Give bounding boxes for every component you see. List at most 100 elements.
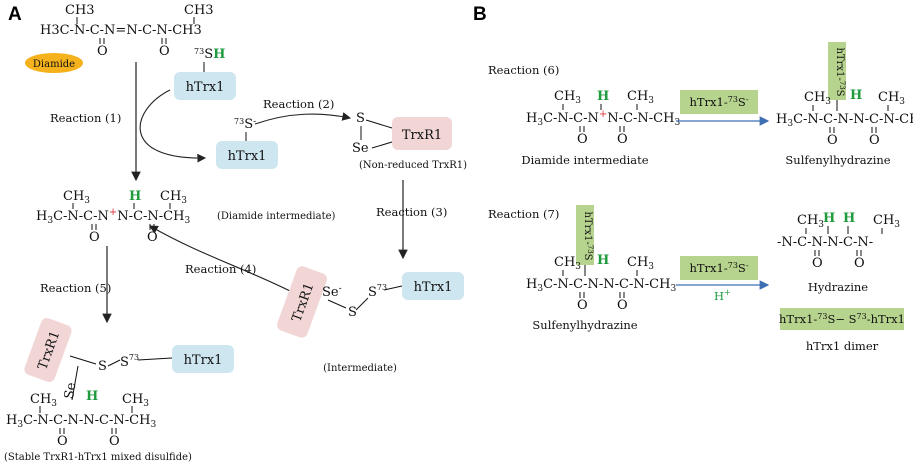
s-atom-int: S: [348, 305, 357, 320]
s73-stable: S73: [120, 353, 139, 370]
diamide-o-left: O: [97, 44, 108, 59]
bond: [327, 299, 347, 309]
hyd-o-left: O: [812, 256, 823, 271]
reagent-box-7: [680, 256, 758, 280]
stable-label: (Stable TrxR1-hTrx1 mixed disulfide): [4, 452, 192, 463]
b-sulf-ch3-left: CH3: [804, 90, 831, 107]
hyd-chain: -N-C-N-N-C-N-: [777, 235, 873, 250]
arrow-reaction-4: [149, 225, 301, 297]
stable-ch3-right: CH3: [122, 392, 149, 409]
hyd-o-right: O: [854, 256, 865, 271]
int-chain: H3C-N-C-N+N-C-N-CH3: [36, 207, 190, 226]
b7-ch3-left: CH3: [554, 255, 581, 272]
s73-int: S73: [368, 283, 387, 300]
stable-chain: H3C-N-C-N-N-C-N-CH3: [6, 413, 156, 430]
dimer-box: [780, 308, 904, 330]
b-int-o-right: O: [617, 132, 628, 147]
int-o-right: O: [147, 230, 158, 245]
panel-label-a: A: [8, 4, 22, 25]
s-atom-stable: S: [98, 359, 107, 374]
proton-label: H+: [714, 288, 731, 303]
int-o-left: O: [89, 230, 100, 245]
bond: [137, 357, 173, 361]
b-int-h: H: [597, 89, 609, 104]
diamide-ch3-left: CH3: [65, 3, 95, 18]
trxr-box-2: [277, 266, 327, 338]
vertical-reagent-box-2: [576, 205, 594, 265]
hyd-ch3-right: CH3: [873, 213, 900, 230]
hydrazine-label: Hydrazine: [808, 280, 868, 294]
reaction-6-label: Reaction (6): [488, 63, 559, 77]
hyd-h-left: H: [823, 211, 835, 226]
bond: [371, 141, 393, 149]
reaction-1-label: Reaction (1): [50, 111, 121, 125]
htrx-label-1: hTrx1: [186, 80, 225, 95]
b-sulf-h: H: [850, 88, 862, 103]
diamide-ch3-right: CH3: [184, 3, 214, 18]
reagent-label-6: hTrx1-73S-: [689, 95, 748, 109]
b-int-ch3-right: CH3: [627, 89, 654, 106]
htrx-label-4: hTrx1: [184, 353, 223, 368]
se-atom: Se: [352, 141, 369, 156]
hyd-ch3-left: CH3: [797, 213, 824, 230]
reagent-box-6: [680, 90, 758, 114]
stable-o-left: O: [57, 434, 68, 449]
dimer-label: hTrx1 dimer: [806, 339, 879, 353]
dimer-formula: hTrx1-73S− S73-hTrx1: [779, 312, 905, 326]
bond: [71, 365, 79, 401]
trxr-box-3: [24, 318, 72, 382]
b-sulf-o-right: O: [869, 133, 880, 148]
diamide-o-right: O: [159, 44, 170, 59]
b7-sulf-h: H: [597, 253, 609, 268]
hyd-h-right: H: [843, 211, 855, 226]
trxr-box-1: [392, 117, 452, 150]
trxr-label-1: TrxR1: [402, 128, 442, 143]
bond: [383, 285, 403, 291]
reaction-2-label: Reaction (2): [263, 97, 334, 111]
htrx-label-3: hTrx1: [414, 280, 453, 295]
int-ch3-left: CH3: [63, 189, 90, 206]
non-reduced-label: (Non-reduced TrxR1): [359, 160, 467, 171]
htrx-label-2: hTrx1: [228, 149, 267, 164]
reaction-5-label: Reaction (5): [40, 281, 111, 295]
htrx-box-1: [174, 72, 236, 100]
stable-h: H: [86, 389, 98, 404]
diamide-badge-shape: [25, 53, 83, 73]
int-ch3-right: CH3: [160, 189, 187, 206]
bond: [107, 359, 121, 367]
s-atom: S: [356, 111, 365, 126]
b-sulf-chain: H3C-N-C-N-N-C-N-CH3: [776, 112, 913, 129]
diamide-intermediate-label: (Diamide intermediate): [217, 211, 336, 222]
htrx-box-2: [216, 141, 278, 169]
vertical-reagent-box-1: [828, 42, 846, 100]
sh-label: 73SH: [194, 47, 225, 62]
b-int-o-left: O: [577, 132, 588, 147]
b7-chain: H3C-N-C-N-N-C-N-CH3: [526, 277, 676, 294]
reagent-label-7: hTrx1-73S-: [689, 261, 748, 275]
vertical-reagent-2: hTrx1-73S: [582, 211, 594, 260]
stable-ch3-left: CH3: [30, 392, 57, 409]
b7-ch3-right: CH3: [627, 255, 654, 272]
b-sulf-o-left: O: [827, 133, 838, 148]
htrx-box-3: [402, 272, 464, 300]
b-int-chain: H3C-N-C-N+N-C-N-CH3: [526, 109, 680, 128]
stable-o-right: O: [109, 434, 120, 449]
b-sulf-ch3-right: CH3: [878, 90, 905, 107]
b-int-ch3-left: CH3: [554, 89, 581, 106]
arrow-reaction-2: [254, 112, 352, 125]
htrx-box-4: [172, 345, 234, 373]
bond: [355, 297, 369, 311]
trxr-box-2-group: TrxR1: [277, 266, 327, 338]
panel-label-b: B: [473, 4, 487, 25]
b-diamide-intermediate-label: Diamide intermediate: [521, 153, 648, 167]
se-minus: Se-: [322, 284, 342, 300]
intermediate-label: (Intermediate): [323, 363, 397, 374]
trxr-box-3-group: TrxR1: [24, 318, 72, 382]
reaction-4-label: Reaction (4): [185, 262, 256, 276]
reaction-3-label: Reaction (3): [376, 205, 447, 219]
int-h: H: [129, 189, 141, 204]
thiolate-label: 73S-: [234, 117, 256, 132]
se-stable: Se: [62, 381, 80, 400]
